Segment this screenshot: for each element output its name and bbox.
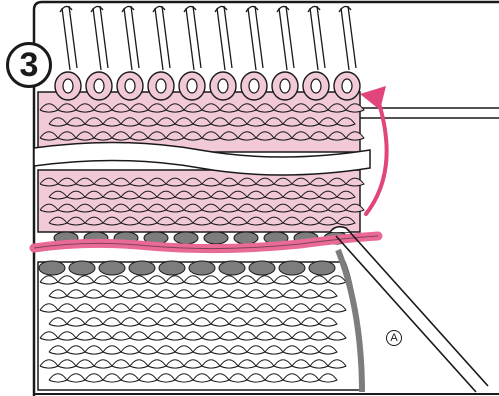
step-number-badge: 3 [6,42,52,88]
direction-arrow-head [360,86,386,110]
stitch-loop-hole [63,79,73,93]
gray-stitch [39,261,65,275]
gray-stitch [309,261,335,275]
marker-label-a: A [386,330,402,346]
stitch-loop-hole [249,79,259,93]
gray-stitch [69,261,95,275]
knitting-needle [62,6,77,70]
gray-stitch [159,261,185,275]
stitch-loop-hole [125,79,135,93]
knitting-needle [155,6,170,70]
knitting-needle [93,6,108,70]
knitting-needle [279,6,294,70]
stitch-loop-hole [156,79,166,93]
stitch-loop-hole [94,79,104,93]
gray-stitch [189,261,215,275]
knitting-needle [217,6,232,70]
stitch-loop-hole [311,79,321,93]
gray-stitch-row [39,232,348,275]
stitch-loop-hole [187,79,197,93]
knitting-needle [124,6,139,70]
needle-row [60,6,356,70]
gray-stitch [129,261,155,275]
gray-stitch [219,261,245,275]
knitting-needle [186,6,201,70]
knitting-needle [248,6,263,70]
knitting-needle [310,6,325,70]
stitch-loop-hole [342,79,352,93]
gray-stitch-upper [234,232,258,244]
gray-stitch [279,261,305,275]
stitch-loop-hole [280,79,290,93]
gray-stitch-upper [174,232,198,244]
knitting-needle [341,6,356,70]
gray-stitch-upper [204,232,228,244]
gray-stitch [99,261,125,275]
stitch-loop-hole [218,79,228,93]
gray-stitch [249,261,275,275]
